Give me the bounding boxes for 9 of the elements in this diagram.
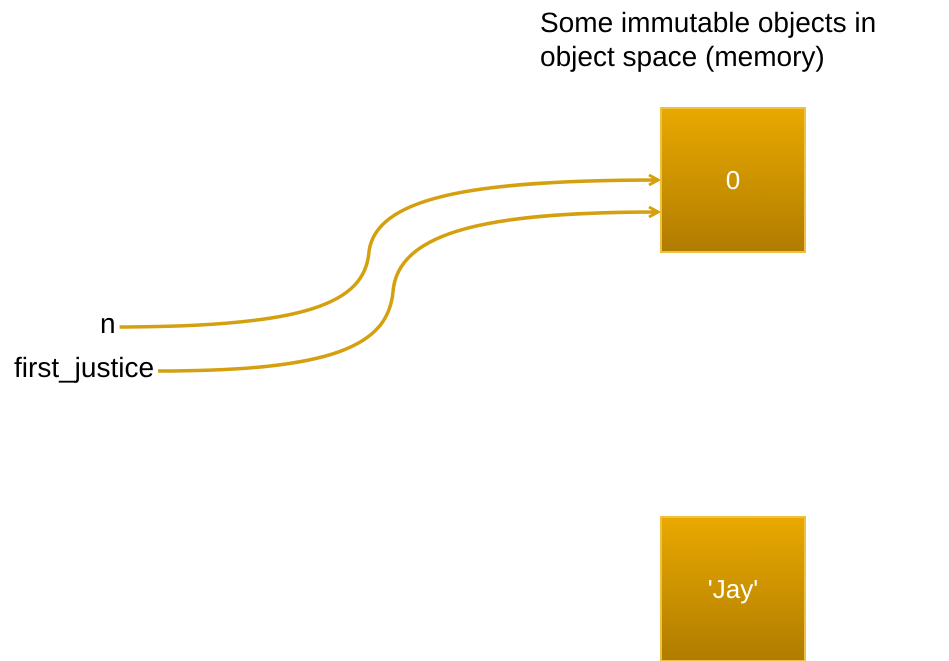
object-value: 0 — [726, 164, 740, 196]
object-box — [660, 516, 806, 661]
object-box — [660, 107, 806, 253]
arrow — [120, 174, 660, 329]
heading-note: Some immutable objects in object space (memory) — [540, 6, 878, 74]
variable-name: first_justice — [14, 352, 154, 383]
variable-name: n — [100, 308, 116, 339]
arrow — [158, 206, 660, 373]
object-value: 'Jay' — [708, 574, 758, 604]
